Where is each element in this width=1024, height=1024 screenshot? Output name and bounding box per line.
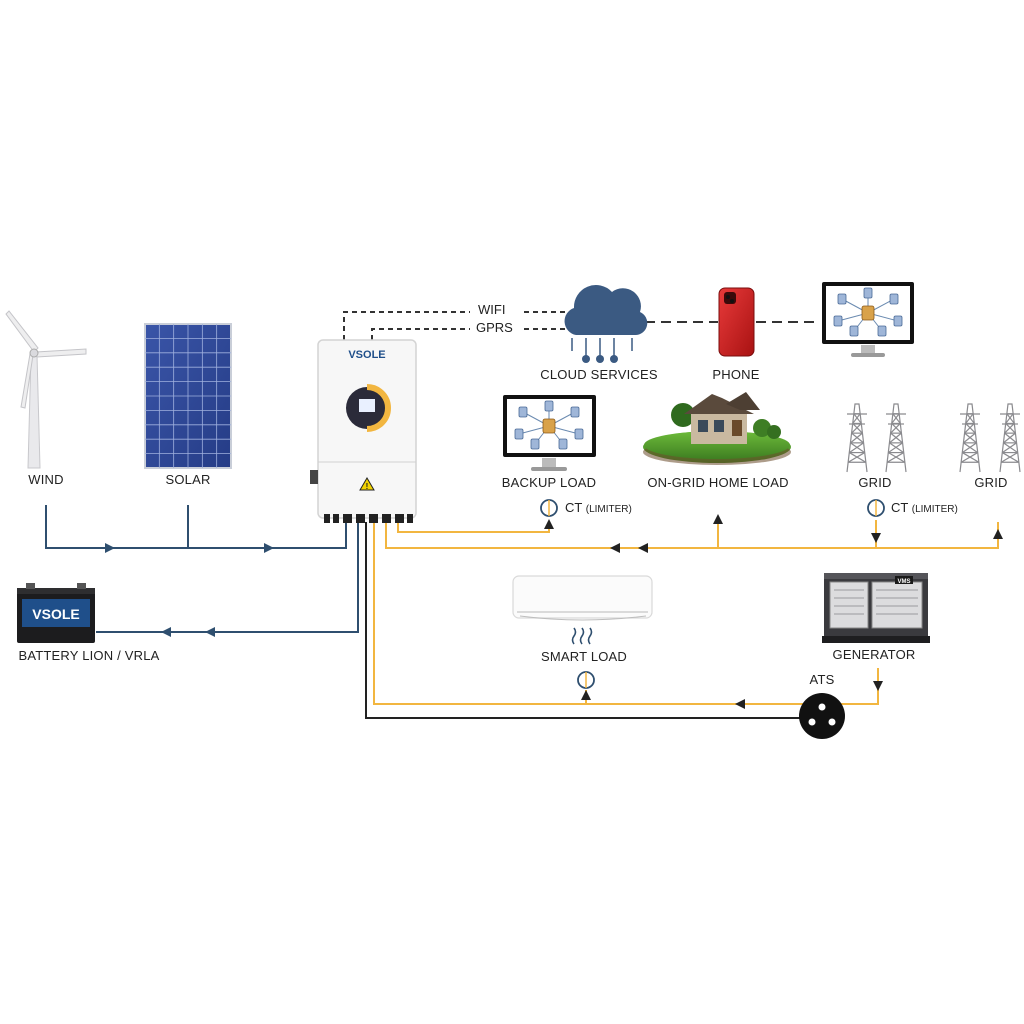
ats-label: ATS <box>809 672 835 687</box>
inverter-logo: VSOLE <box>348 349 385 361</box>
ct-1-note: (LIMITER) <box>585 504 632 515</box>
backup-load-line <box>397 522 550 533</box>
battery-line <box>96 522 359 633</box>
solar-panel-icon <box>144 323 232 469</box>
arrow-grid2-up <box>993 529 1003 539</box>
arrow-left-2 <box>205 627 215 637</box>
arrow-grid1-down <box>871 533 881 543</box>
grid-1-label: GRID <box>858 475 892 490</box>
wind-solar-line <box>45 505 347 549</box>
ct-1-text: CT <box>565 500 583 515</box>
solar-label: SOLAR <box>165 472 211 487</box>
transmission-tower-icon <box>846 403 868 473</box>
transmission-tower-icon <box>959 403 981 473</box>
svg-text:!: ! <box>366 482 369 491</box>
inverter-terminals <box>324 514 413 523</box>
dc-arrows <box>105 543 274 637</box>
battery-logo: VSOLE <box>32 606 79 622</box>
generator-badge: VMS <box>897 579 910 585</box>
arrow-smart-up <box>581 690 591 700</box>
backup-load-monitor-icon <box>503 395 596 471</box>
grid-2-label: GRID <box>974 475 1008 490</box>
gprs-line <box>371 328 470 340</box>
arrow-left-1 <box>161 627 171 637</box>
wifi-line <box>343 311 470 340</box>
wifi-label: WIFI <box>478 302 506 317</box>
ct-2-text: CT <box>891 500 909 515</box>
battery-label: BATTERY LION / VRLA <box>18 648 160 663</box>
arrow-bus-left-2 <box>638 543 648 553</box>
wind-turbine-icon <box>5 310 87 469</box>
arrow-backup-up <box>544 519 554 529</box>
monitor-icon <box>822 282 914 357</box>
ct-2-note: (LIMITER) <box>911 504 958 515</box>
arrow-right-1 <box>105 543 115 553</box>
arrow-ats-left <box>735 699 745 709</box>
gprs-label: GPRS <box>476 320 513 335</box>
on-grid-home-load-label: ON-GRID HOME LOAD <box>647 475 789 490</box>
wind-label: WIND <box>28 472 64 487</box>
comm-wiring <box>343 311 820 340</box>
transmission-tower-icon <box>885 403 907 473</box>
grid-towers <box>846 403 1021 473</box>
air-conditioner-icon <box>512 575 653 645</box>
grid-bus-line <box>385 522 999 549</box>
cloud-services-label: CLOUD SERVICES <box>540 367 658 382</box>
ct-2-label: CT (LIMITER) <box>891 500 958 515</box>
inverter-icon: VSOLE ! <box>310 339 417 523</box>
arrow-right-2 <box>264 543 274 553</box>
ats-line <box>365 522 800 719</box>
generator-icon: VMS <box>822 573 930 643</box>
generator-label: GENERATOR <box>832 647 916 662</box>
transmission-tower-icon <box>999 403 1021 473</box>
dc-wiring <box>45 505 359 633</box>
smart-load-label: SMART LOAD <box>540 649 628 664</box>
cloud-icon <box>564 285 648 363</box>
arrow-gen-down <box>873 681 883 691</box>
arrow-bus-left-1 <box>610 543 620 553</box>
home-icon <box>643 392 791 465</box>
ats-switch-icon <box>799 693 845 739</box>
battery-icon: VSOLE <box>17 583 95 643</box>
backup-load-label: BACKUP LOAD <box>501 475 597 490</box>
arrow-home-up <box>713 514 723 524</box>
phone-icon <box>718 287 755 357</box>
ct-1-label: CT (LIMITER) <box>565 500 632 515</box>
phone-label: PHONE <box>712 367 760 382</box>
ac-arrows <box>544 514 1003 709</box>
